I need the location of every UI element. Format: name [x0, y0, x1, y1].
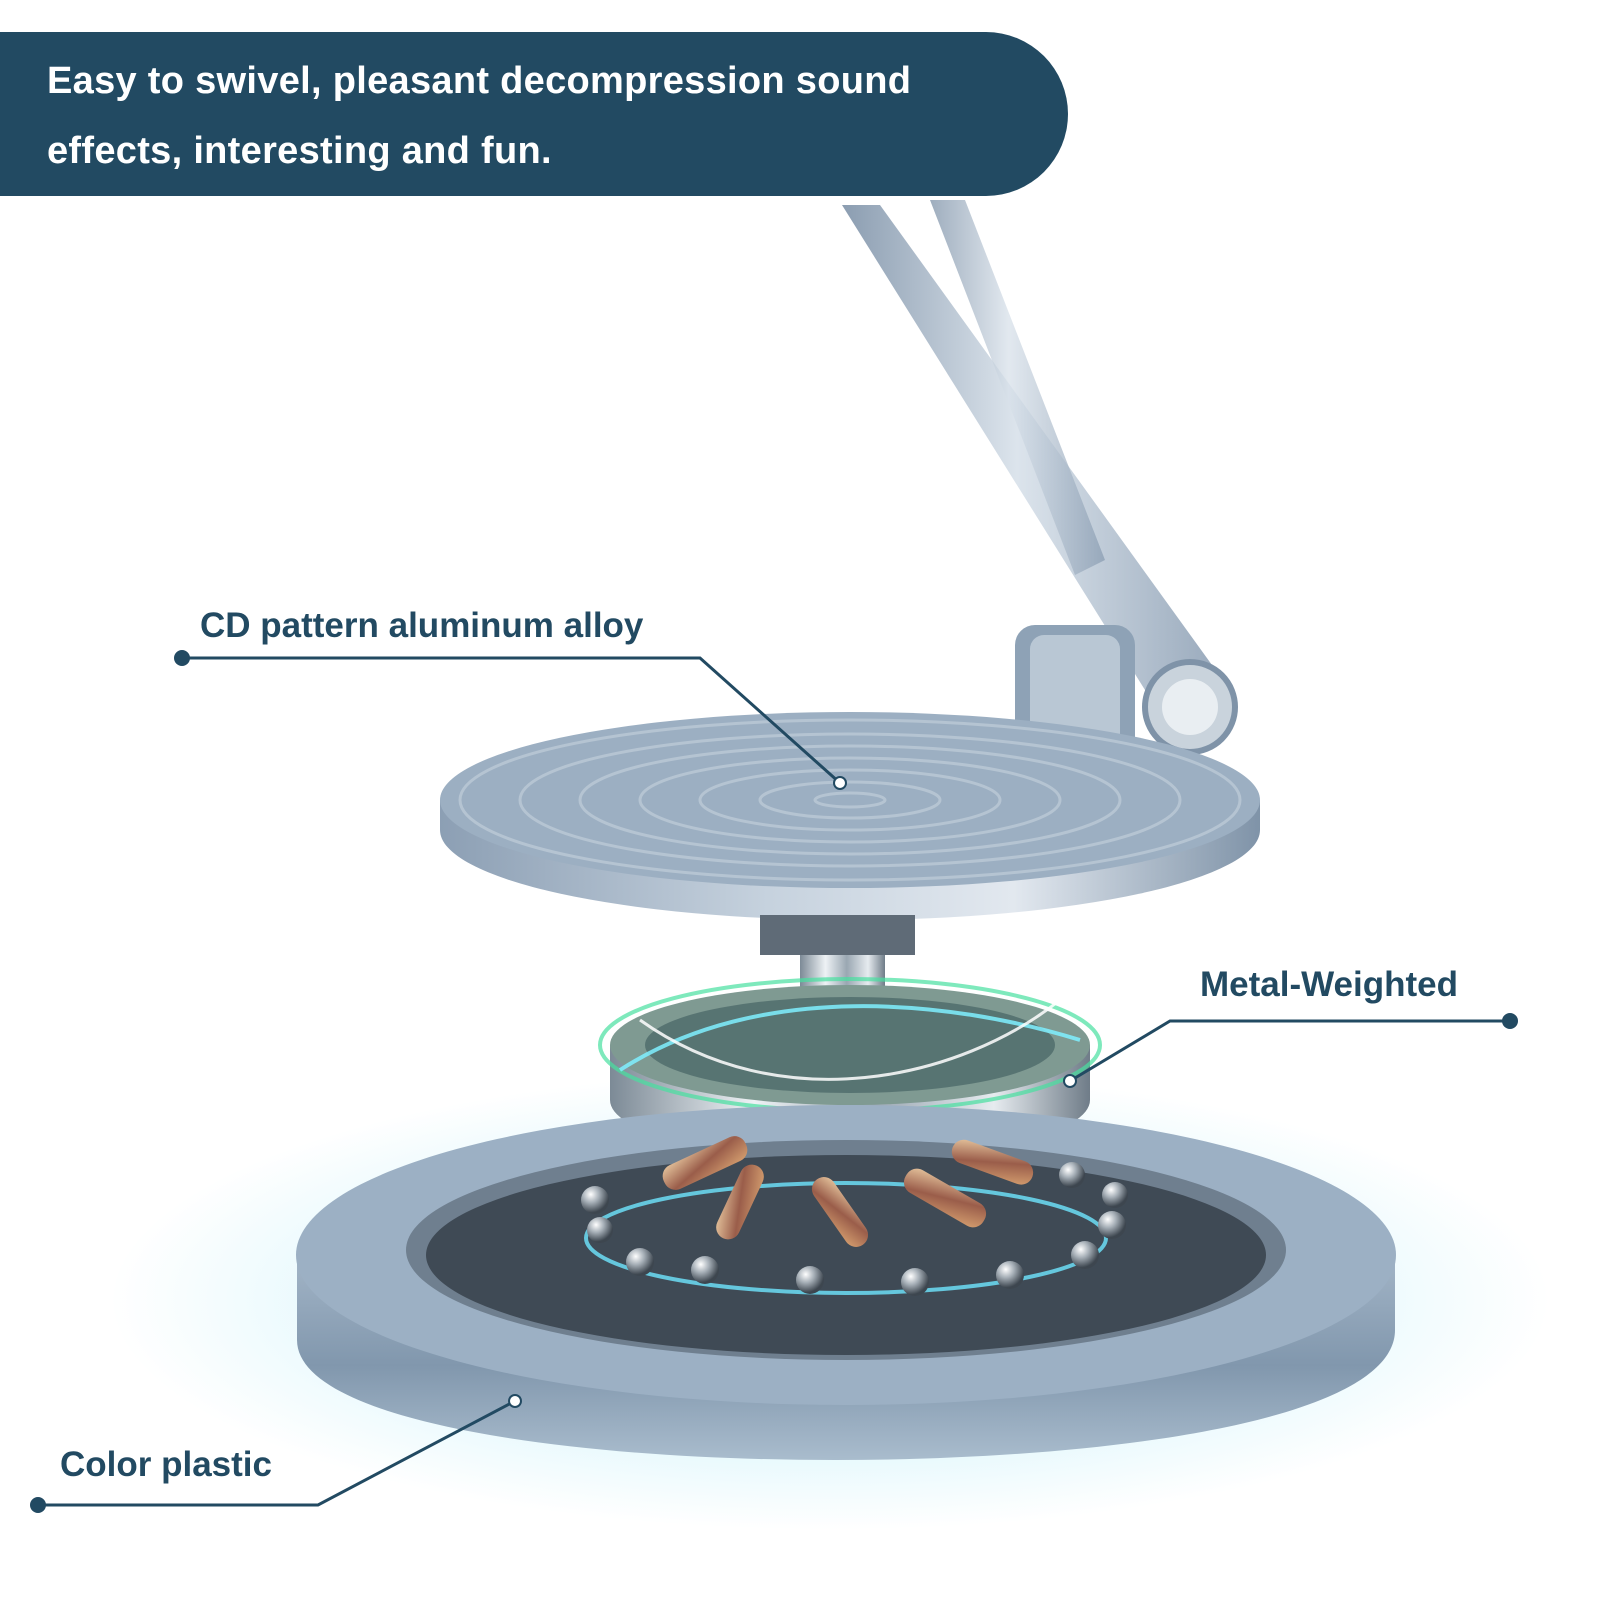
callout-leader-lines	[38, 656, 1510, 1507]
color-plastic-leader	[38, 1399, 516, 1507]
cd-pattern-leader-dot-icon	[174, 650, 190, 666]
headline-line-2: effects, interesting and fun.	[47, 130, 552, 172]
cd-pattern-pointer-dot-icon	[833, 776, 847, 790]
callout-metal-weighted-label: Metal-Weighted	[1200, 965, 1458, 1004]
metal-weighted-pointer-dot-icon	[1063, 1074, 1077, 1088]
metal-weighted-leader	[1069, 1019, 1510, 1083]
callout-cd-pattern-label: CD pattern aluminum alloy	[200, 606, 644, 645]
cd-pattern-leader	[182, 656, 841, 785]
stand-arm	[842, 200, 1238, 760]
callout-color-plastic-label: Color plastic	[60, 1445, 272, 1484]
color-plastic-pointer-dot-icon	[508, 1394, 522, 1408]
headline-line-1: Easy to swivel, pleasant decompression s…	[47, 60, 912, 102]
color-plastic-base	[296, 1105, 1396, 1460]
steel-balls	[581, 1162, 1128, 1296]
color-plastic-leader-dot-icon	[30, 1497, 46, 1513]
springs	[662, 1136, 1034, 1247]
headline-banner: Easy to swivel, pleasant decompression s…	[0, 32, 1068, 196]
metal-weighted-leader-dot-icon	[1502, 1013, 1518, 1029]
cd-pattern-plate	[440, 712, 1260, 920]
